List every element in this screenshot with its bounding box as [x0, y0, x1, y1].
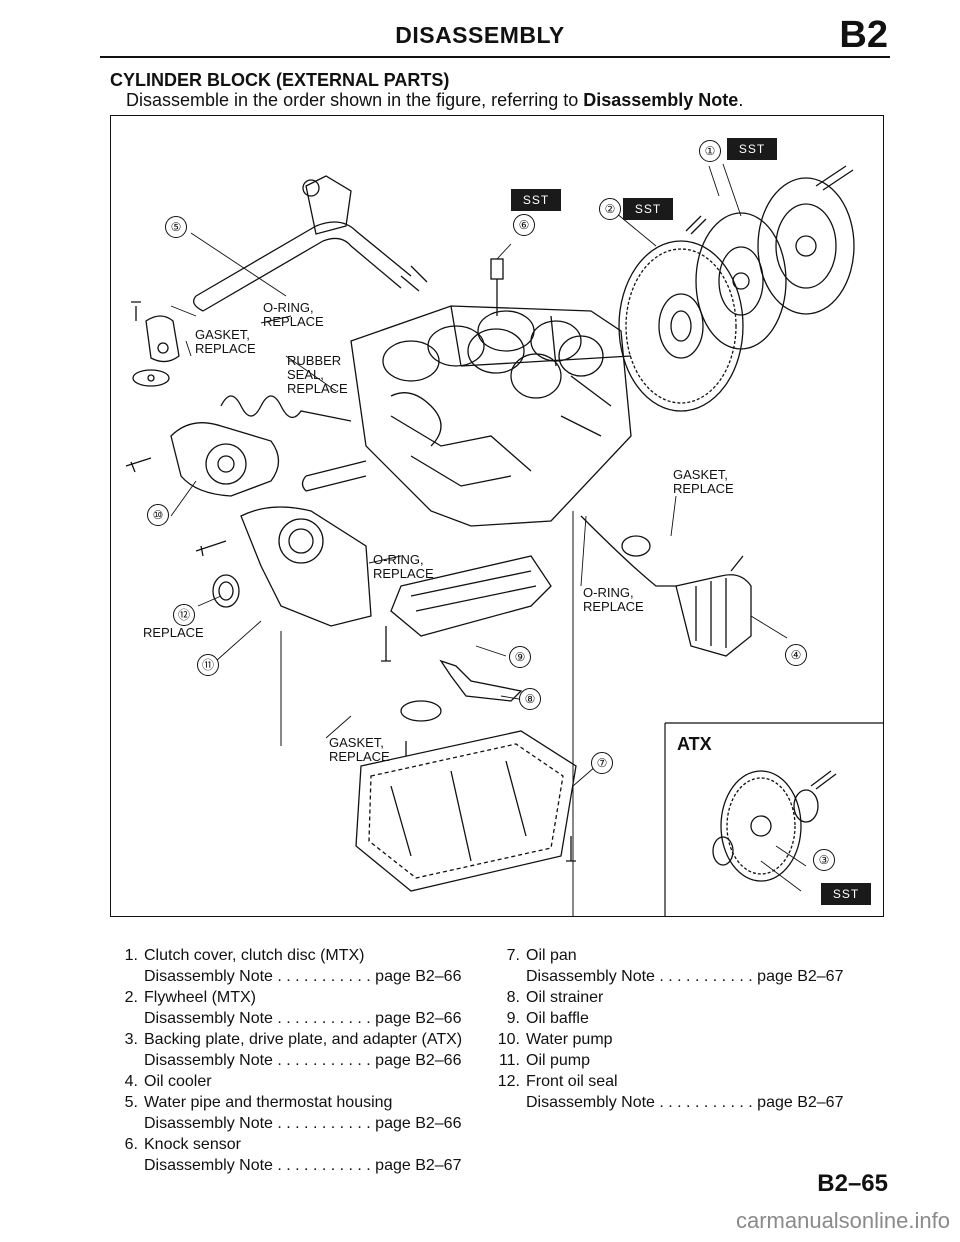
intro-bold: Disassembly Note — [583, 90, 739, 110]
rubber-seal-icon — [220, 395, 352, 422]
oil-baffle-icon — [381, 555, 552, 662]
part-name: Oil cooler — [144, 1073, 212, 1090]
watermark-text: carmanualsonline.info — [735, 1208, 950, 1233]
label-gasket-left: GASKET, REPLACE — [195, 327, 256, 356]
list-item: 7. Oil pan Disassembly Note . . . . . . .… — [490, 945, 844, 987]
part-number: 1. — [124, 947, 138, 964]
part-number: 11. — [498, 1052, 520, 1069]
part-number: 10. — [497, 1031, 520, 1048]
part-note: Disassembly Note . . . . . . . . . . . p… — [144, 1052, 462, 1069]
callout-1: ① — [699, 140, 721, 162]
water-pipe-icon — [193, 175, 428, 312]
part-note: Disassembly Note . . . . . . . . . . . p… — [144, 1010, 462, 1027]
exploded-view-drawing — [125, 163, 883, 916]
list-item: 6. Knock sensor Disassembly Note . . . . … — [108, 1134, 462, 1176]
drive-plate-icon — [712, 770, 837, 882]
list-item: 2. Flywheel (MTX) Disassembly Note . . . … — [108, 987, 462, 1029]
callout-9: ⑨ — [509, 646, 531, 668]
part-name: Backing plate, drive plate, and adapter … — [144, 1031, 463, 1048]
part-name: Oil pan — [526, 947, 577, 964]
label-oring-right: O-RING, REPLACE — [583, 585, 644, 614]
intro-suffix: . — [738, 90, 744, 110]
part-number: 9. — [506, 1010, 520, 1027]
label-gasket-bottom: GASKET, REPLACE — [329, 735, 390, 764]
callout-7: ⑦ — [591, 752, 613, 774]
exploded-view-figure: O-RING, REPLACE GASKET, REPLACE RUBBER S… — [110, 115, 884, 917]
label-rubber-seal: RUBBER SEAL, REPLACE — [287, 353, 348, 396]
clutch-disc-icon — [695, 212, 787, 350]
oil-strainer-icon — [400, 659, 523, 756]
part-number: 4. — [124, 1073, 138, 1090]
section-code: B2 — [839, 14, 888, 56]
list-item: 1. Clutch cover, clutch disc (MTX) Disass… — [108, 945, 462, 987]
callout-8: ⑧ — [519, 688, 541, 710]
intro-text: Disassemble in the order shown in the fi… — [126, 90, 743, 111]
list-item: 3. Backing plate, drive plate, and adapte… — [108, 1029, 462, 1071]
part-name: Water pump — [526, 1031, 613, 1048]
cylinder-block-icon — [301, 305, 632, 527]
part-note: Disassembly Note . . . . . . . . . . . p… — [144, 968, 462, 985]
thermostat-housing-icon — [131, 301, 180, 387]
part-number: 6. — [124, 1136, 138, 1153]
list-item: 11. Oil pump — [490, 1050, 843, 1071]
part-name: Oil baffle — [526, 1010, 589, 1027]
front-oil-seal-icon — [212, 574, 240, 608]
sst-badge-flywheel: SST — [623, 198, 673, 220]
callout-10: ⑩ — [147, 504, 169, 526]
part-number: 2. — [124, 989, 138, 1006]
part-number: 8. — [506, 989, 520, 1006]
label-replace-seal: REPLACE — [143, 625, 204, 640]
parts-list-left: 1. Clutch cover, clutch disc (MTX) Disass… — [108, 945, 462, 1176]
header-rule — [100, 56, 890, 58]
part-name: Oil pump — [526, 1052, 591, 1069]
flywheel-icon — [618, 215, 744, 412]
page-number: B2–65 — [817, 1170, 888, 1197]
oil-pan-icon — [355, 730, 577, 892]
callout-2: ② — [599, 198, 621, 220]
part-note: Disassembly Note . . . . . . . . . . . p… — [526, 1094, 844, 1111]
callout-3: ③ — [813, 849, 835, 871]
label-oring-mid: O-RING, REPLACE — [373, 552, 434, 581]
page-header-title: DISASSEMBLY — [395, 22, 565, 48]
clutch-cover-icon — [757, 165, 855, 315]
part-note: Disassembly Note . . . . . . . . . . . p… — [526, 968, 844, 985]
atx-inset-title: ATX — [677, 734, 712, 754]
part-name: Clutch cover, clutch disc (MTX) — [144, 947, 365, 964]
list-item: 8. Oil strainer — [490, 987, 843, 1008]
sst-badge-clutch: SST — [727, 138, 777, 160]
list-item: 12. Front oil seal Disassembly Note . . .… — [490, 1071, 844, 1113]
oil-cooler-icon — [580, 515, 752, 657]
part-number: 12. — [497, 1073, 520, 1090]
water-pump-icon — [125, 422, 280, 497]
callout-4: ④ — [785, 644, 807, 666]
oil-pump-icon — [195, 506, 372, 627]
part-name: Water pipe and thermostat housing — [144, 1094, 393, 1111]
callout-11: ⑪ — [197, 654, 219, 676]
list-item: 5. Water pipe and thermostat housing Disa… — [108, 1092, 462, 1134]
part-number: 5. — [124, 1094, 138, 1111]
section-title: CYLINDER BLOCK (EXTERNAL PARTS) — [110, 70, 450, 90]
list-item: 10. Water pump — [490, 1029, 843, 1050]
list-item: 9. Oil baffle — [490, 1008, 843, 1029]
label-oring-top: O-RING, REPLACE — [263, 300, 324, 329]
sst-badge-drive-plate: SST — [821, 883, 871, 905]
part-number: 3. — [124, 1031, 138, 1048]
label-gasket-right: GASKET, REPLACE — [673, 467, 734, 496]
part-name: Knock sensor — [144, 1136, 241, 1153]
sst-badge-knock-sensor: SST — [511, 189, 561, 211]
part-name: Flywheel (MTX) — [144, 989, 257, 1006]
part-note: Disassembly Note . . . . . . . . . . . p… — [144, 1115, 462, 1132]
callout-5: ⑤ — [165, 216, 187, 238]
part-number: 7. — [506, 947, 520, 964]
part-note: Disassembly Note . . . . . . . . . . . p… — [144, 1157, 462, 1174]
callout-12: ⑫ — [173, 604, 195, 626]
list-item: 4. Oil cooler — [108, 1071, 462, 1092]
parts-list-right: 7. Oil pan Disassembly Note . . . . . . .… — [490, 945, 844, 1113]
part-name: Oil strainer — [526, 989, 604, 1006]
callout-6: ⑥ — [513, 214, 535, 236]
part-name: Front oil seal — [526, 1073, 618, 1090]
intro-prefix: Disassemble in the order shown in the fi… — [126, 90, 584, 110]
